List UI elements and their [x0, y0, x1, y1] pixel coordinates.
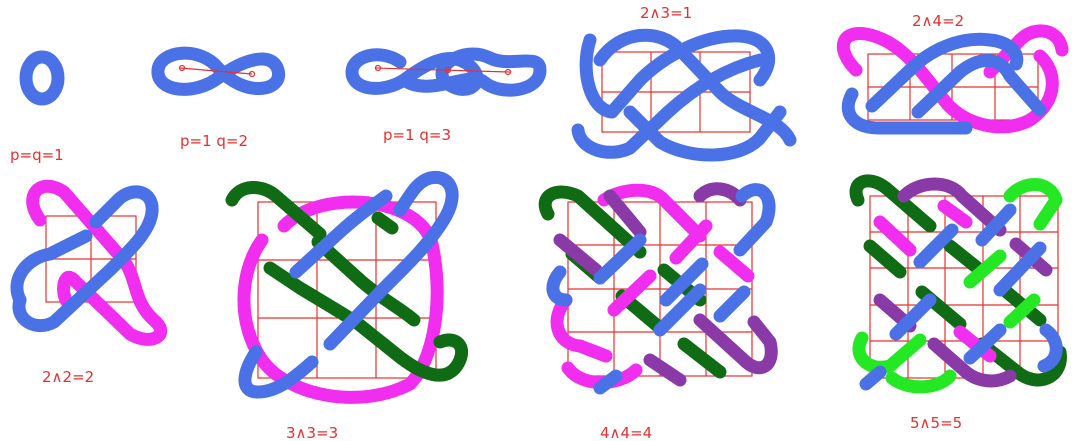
- magenta-strand-b: [557, 300, 636, 383]
- label-2-4: 2∧4=2: [912, 12, 964, 30]
- label-2-2: 2∧2=2: [42, 368, 94, 386]
- knot-2-3: 2∧3=1: [578, 4, 790, 155]
- knot-2-4: 2∧4=2: [843, 12, 1062, 128]
- knot-p1-q3: p=1 q=3: [352, 54, 540, 144]
- knot-3-3: 3∧3=3: [232, 177, 462, 441]
- label-5-5: 5∧5=5: [910, 414, 962, 432]
- blue-loop: [26, 57, 58, 99]
- knot-p1-q1: p=q=1: [10, 57, 64, 164]
- label-2-3: 2∧3=1: [640, 4, 692, 22]
- knot-2-2: 2∧2=2: [17, 186, 161, 386]
- green-strand-d: [378, 218, 392, 228]
- label-p1-q2: p=1 q=2: [180, 132, 248, 150]
- label-3-3: 3∧3=3: [286, 424, 338, 441]
- knot-4-4: 4∧4=4: [545, 189, 771, 441]
- label-p1-q3: p=1 q=3: [383, 126, 451, 144]
- blue-strand-b: [918, 60, 1040, 112]
- knot-5-5: 5∧5=5: [856, 181, 1060, 432]
- label-p1-q1: p=q=1: [10, 146, 64, 164]
- label-4-4: 4∧4=4: [600, 424, 652, 441]
- knot-p1-q2: p=1 q=2: [158, 53, 279, 150]
